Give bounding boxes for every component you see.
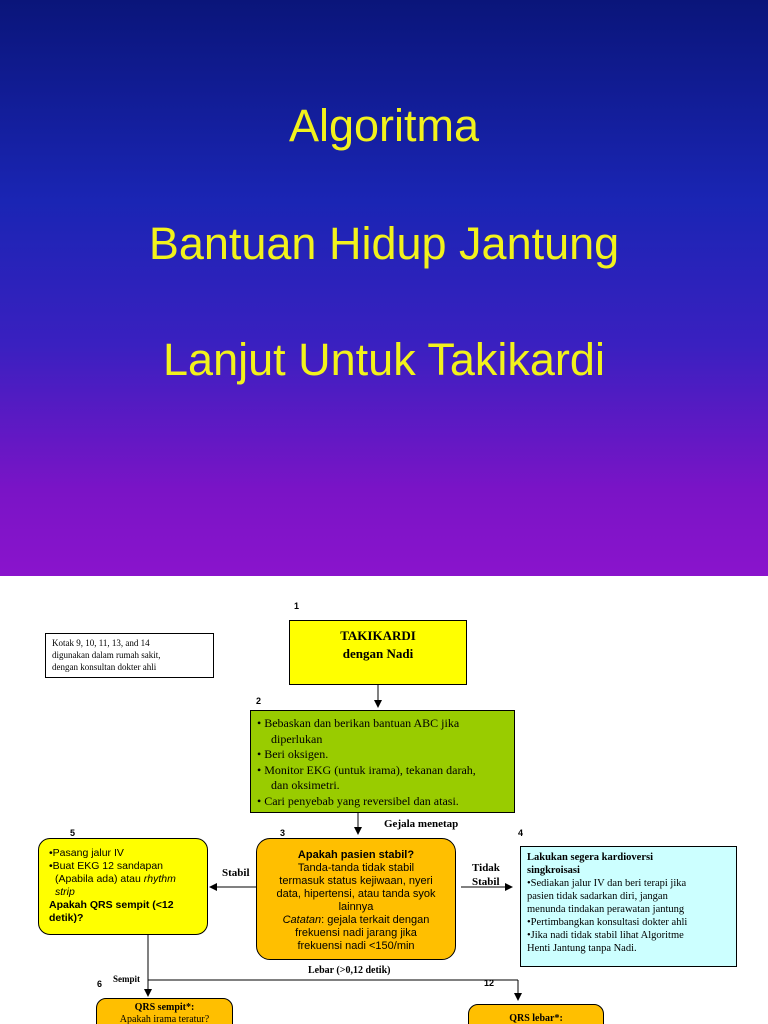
label-lebar: Lebar (>0,12 detik) [308, 965, 391, 976]
note-line-1: Kotak 9, 10, 11, 13, and 14 [52, 638, 150, 648]
title-slide: Algoritma Bantuan Hidup Jantung Lanjut U… [0, 0, 768, 576]
box3-line-1: Tanda-tanda tidak stabil [297, 862, 415, 874]
flowchart: Kotak 9, 10, 11, 13, and 14 digunakan da… [0, 576, 768, 1024]
step-number-5: 5 [70, 828, 76, 838]
box-jalur-iv: •Pasang jalur IV •Buat EKG 12 sandapan (… [38, 838, 208, 935]
box4-line-1: •Sediakan jalur IV dan beri terapi jika [527, 878, 687, 889]
box3-catatan-line-3: frekuensi nadi <150/min [297, 940, 415, 952]
box6-line: Apakah irama teratur? [119, 1014, 210, 1024]
box2-item-1: • Bebaskan dan berikan bantuan ABC jika [257, 716, 460, 730]
box5-item-3: (Apabila ada) atau rhythm [49, 873, 197, 886]
step-number-2: 2 [256, 696, 262, 706]
box4-heading-2: singkroisasi [527, 865, 580, 876]
box4-line-2: pasien tidak sadarkan diri, jangan [527, 891, 668, 902]
label-gejala-menetap: Gejala menetap [384, 818, 459, 830]
box4-line-6: Henti Jantung tanpa Nadi. [527, 943, 637, 954]
box3-line-4: lainnya [338, 901, 374, 913]
box5-item-1: •Pasang jalur IV [49, 847, 124, 859]
box-kardioversi: Lakukan segera kardioversi singkroisasi … [520, 846, 737, 967]
box6-heading: QRS sempit*: [134, 1002, 195, 1013]
step-number-12: 12 [484, 978, 495, 988]
box2-item-4: • Cari penyebab yang reversibel dan atas… [257, 793, 459, 808]
title-line-2: Bantuan Hidup Jantung [148, 218, 620, 269]
box-qrs-sempit: QRS sempit*: Apakah irama teratur? [96, 998, 233, 1024]
box5-item-4: strip [55, 886, 75, 898]
box3-catatan-text-1: : gejala terkait dengan [321, 914, 430, 926]
note-box: Kotak 9, 10, 11, 13, and 14 digunakan da… [45, 633, 214, 678]
step-number-4: 4 [518, 828, 524, 838]
box5-item-2: •Buat EKG 12 sandapan [49, 860, 164, 872]
box2-item-1b: diperlukan [271, 731, 323, 746]
box3-heading: Apakah pasien stabil? [297, 849, 415, 861]
step-number-3: 3 [280, 828, 286, 838]
box2-item-3: • Monitor EKG (untuk irama), tekanan dar… [257, 762, 476, 777]
box5-item-3b: rhythm [143, 873, 176, 885]
box4-line-4: •Pertimbangkan konsultasi dokter ahli [527, 917, 688, 928]
box3-line-2: termasuk status kejiwaan, nyeri [279, 875, 433, 887]
box5-question-1: Apakah QRS sempit (<12 [49, 899, 174, 911]
label-stabil: Stabil [222, 867, 250, 879]
box-initial-care: • Bebaskan dan berikan bantuan ABC jika … [250, 710, 515, 813]
step-number-6: 6 [97, 979, 103, 989]
box-qrs-lebar: QRS lebar*: [468, 1004, 604, 1024]
title-line-1: Algoritma [288, 100, 480, 151]
box1-line-2: dengan Nadi [342, 646, 414, 661]
box-pasien-stabil: Apakah pasien stabil? Tanda-tanda tidak … [256, 838, 456, 960]
box3-catatan-line-2: frekuensi nadi jarang jika [295, 927, 417, 939]
connector-lines [144, 685, 522, 1001]
box3-catatan-line-1: Catatan: gejala terkait dengan [257, 914, 455, 927]
box4-heading-1: Lakukan segera kardioversi [527, 852, 654, 863]
box-takikardi: TAKIKARDI dengan Nadi [289, 620, 467, 685]
label-tidak-stabil: Stabil [472, 876, 500, 888]
label-tidak: Tidak [472, 862, 500, 874]
label-sempit: Sempit [113, 974, 140, 984]
step-number-1: 1 [294, 601, 300, 611]
note-line-2: digunakan dalam rumah sakit, [52, 650, 161, 660]
box3-catatan-label: Catatan [282, 914, 322, 926]
title-line-3: Lanjut Untuk Takikardi [163, 334, 605, 385]
box5-question-2: detik)? [49, 912, 84, 924]
box4-line-5: •Jika nadi tidak stabil lihat Algoritme [527, 930, 684, 941]
box3-line-3: data, hipertensi, atau tanda syok [276, 888, 436, 900]
box4-line-3: menunda tindakan perawatan jantung [527, 904, 685, 915]
box2-item-2: • Beri oksigen. [257, 747, 329, 761]
box2-item-3b: dan oksimetri. [271, 778, 340, 792]
box5-item-3a: (Apabila ada) atau [55, 873, 144, 885]
box1-line-1: TAKIKARDI [340, 628, 416, 643]
box12-heading: QRS lebar*: [509, 1013, 563, 1024]
note-line-3: dengan konsultan dokter ahli [52, 662, 157, 672]
